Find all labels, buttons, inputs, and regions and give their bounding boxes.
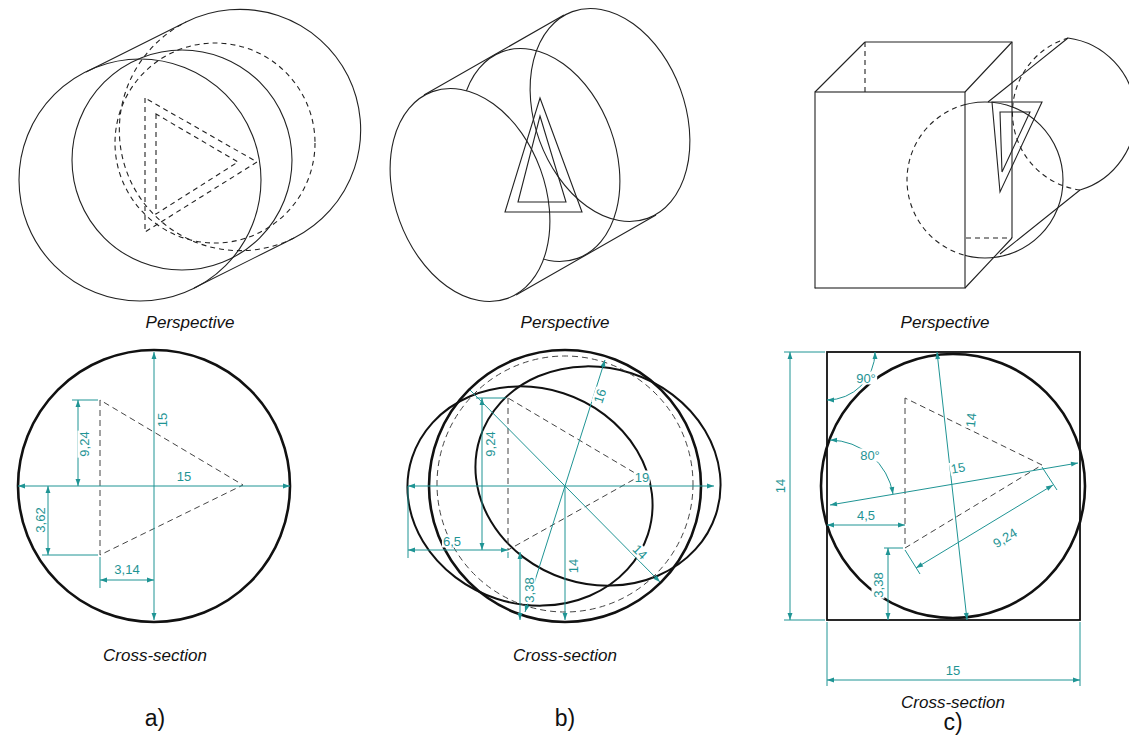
view-title: Perspective [900, 314, 991, 331]
dimension-label: 9,24 [78, 430, 91, 457]
dimension-lines [905, 467, 1057, 574]
dimension-label: 15 [945, 664, 961, 677]
box-with-cylinder-perspective [1000, 112, 1030, 172]
dimension-lines [937, 352, 967, 620]
dimension-lines [48, 486, 49, 555]
cylinder-perspective [156, 114, 238, 214]
cross-section-a [18, 350, 290, 622]
dimension-label: 15 [949, 460, 967, 476]
box-with-cylinder-perspective [815, 92, 965, 288]
cross-section-b [379, 335, 750, 637]
caption: Cross-section [900, 694, 1006, 711]
panel-letter: b) [554, 707, 576, 730]
box-with-cylinder-perspective [988, 38, 1080, 254]
dimension-lines [827, 680, 1080, 681]
dimension-label: 9,24 [990, 525, 1020, 550]
dimension-label: 80° [859, 449, 881, 462]
box-with-cylinder-perspective [1068, 38, 1129, 190]
cylinder-perspective [19, 9, 361, 301]
box-with-cylinder-perspective [1012, 38, 1080, 190]
dimension-label: 14 [964, 411, 979, 429]
dimension-lines [827, 525, 905, 526]
dimension-lines [408, 550, 508, 551]
cross-section-b [508, 398, 640, 550]
dimension-label: 15 [156, 412, 169, 428]
dimension-lines [565, 486, 566, 620]
dimension-lines [42, 400, 100, 588]
dimension-label: 6,5 [442, 535, 462, 548]
dimension-lines [916, 485, 1053, 568]
cylinder-perspective [518, 116, 566, 202]
cross-section-b [447, 335, 750, 617]
box-with-cylinder-perspective [815, 42, 1012, 288]
cylinder-perspective [362, 0, 718, 324]
dimension-lines [884, 548, 903, 549]
dimension-lines [18, 352, 290, 620]
dimension-lines [482, 398, 483, 550]
dimension-lines [408, 486, 714, 487]
cylinder-perspective [362, 66, 578, 324]
box-with-cylinder-perspective [815, 38, 1129, 288]
caption: Cross-section [102, 647, 208, 664]
dimension-lines [784, 352, 1080, 686]
panel-letter: c) [942, 710, 963, 733]
dimension-lines [520, 552, 521, 620]
cylinder-perspective [115, 43, 315, 243]
cross-section-c [821, 352, 1085, 620]
cross-section-a [100, 400, 243, 555]
dimension-label: 19 [634, 471, 650, 484]
dimension-lines [408, 398, 508, 558]
dimension-lines [784, 352, 1080, 686]
dimension-label: 3,38 [872, 571, 885, 598]
cross-section-b [379, 355, 682, 637]
dimension-label: 14 [774, 478, 787, 494]
dimension-label: 90° [855, 372, 877, 385]
box-with-cylinder-perspective [907, 102, 965, 258]
dimension-lines [18, 486, 290, 487]
cylinder-perspective [19, 59, 261, 301]
panel-letter: a) [144, 707, 166, 730]
dimension-label: 14 [567, 558, 580, 574]
dimension-label: 16 [591, 386, 608, 406]
cylinder-perspective [86, 22, 294, 288]
dimension-lines [830, 440, 893, 494]
cylinder-perspective [186, 9, 361, 238]
cross-section-c [821, 354, 1085, 618]
cylinder-perspective [145, 98, 257, 232]
dimension-label: 14 [630, 542, 651, 563]
dimension-lines [100, 580, 154, 581]
caption: Cross-section [512, 647, 618, 664]
box-with-cylinder-perspective [907, 102, 965, 258]
dimension-label: 4,5 [856, 509, 876, 522]
cross-section-c [827, 352, 1080, 620]
dimension-label: 15 [176, 470, 192, 483]
dimension-lines [408, 360, 714, 620]
view-title: Perspective [520, 314, 611, 331]
dimension-lines [888, 548, 889, 620]
dimension-label: 3,38 [523, 576, 536, 603]
view-title: Perspective [145, 314, 236, 331]
box-with-cylinder-perspective [992, 102, 1042, 192]
cylinder-perspective [505, 98, 582, 212]
dimension-lines [790, 352, 791, 620]
dimension-label: 3,62 [34, 506, 47, 533]
dimension-label: 3,14 [113, 563, 140, 576]
cross-section-a [18, 350, 290, 622]
dimension-label: 9,24 [484, 430, 497, 457]
